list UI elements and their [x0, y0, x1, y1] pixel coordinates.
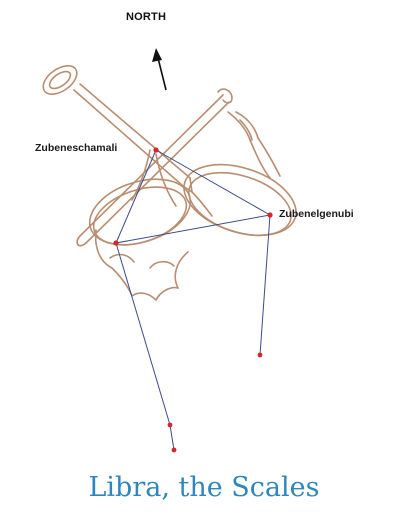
north-label: NORTH [126, 11, 167, 23]
constellation-svg [42, 48, 297, 453]
zubenelgenubi-label: Zubenelgenubi [279, 208, 354, 220]
stars [113, 147, 273, 453]
star-zubeneschamali [153, 147, 159, 153]
pan-chains [131, 149, 213, 217]
scales-illustration [42, 65, 297, 301]
star-lower [171, 447, 177, 453]
star-upsilon-librae [257, 352, 263, 358]
figure-caption: Libra, the Scales [88, 472, 320, 503]
star-tau-librae [167, 422, 173, 428]
zubeneschamali-label: Zubeneschamali [35, 142, 118, 154]
star-sigma-librae [113, 240, 119, 246]
star-zubenelgenubi [267, 212, 273, 218]
balance-beam [73, 83, 193, 193]
constellation-lines [115, 149, 271, 451]
hanging-ring [42, 65, 78, 95]
right-pan [183, 111, 297, 237]
north-arrow [152, 48, 167, 91]
constellation-chart: NORTH Zubeneschamali Zubenelgenubi [35, 11, 354, 453]
crossbar [76, 88, 233, 247]
